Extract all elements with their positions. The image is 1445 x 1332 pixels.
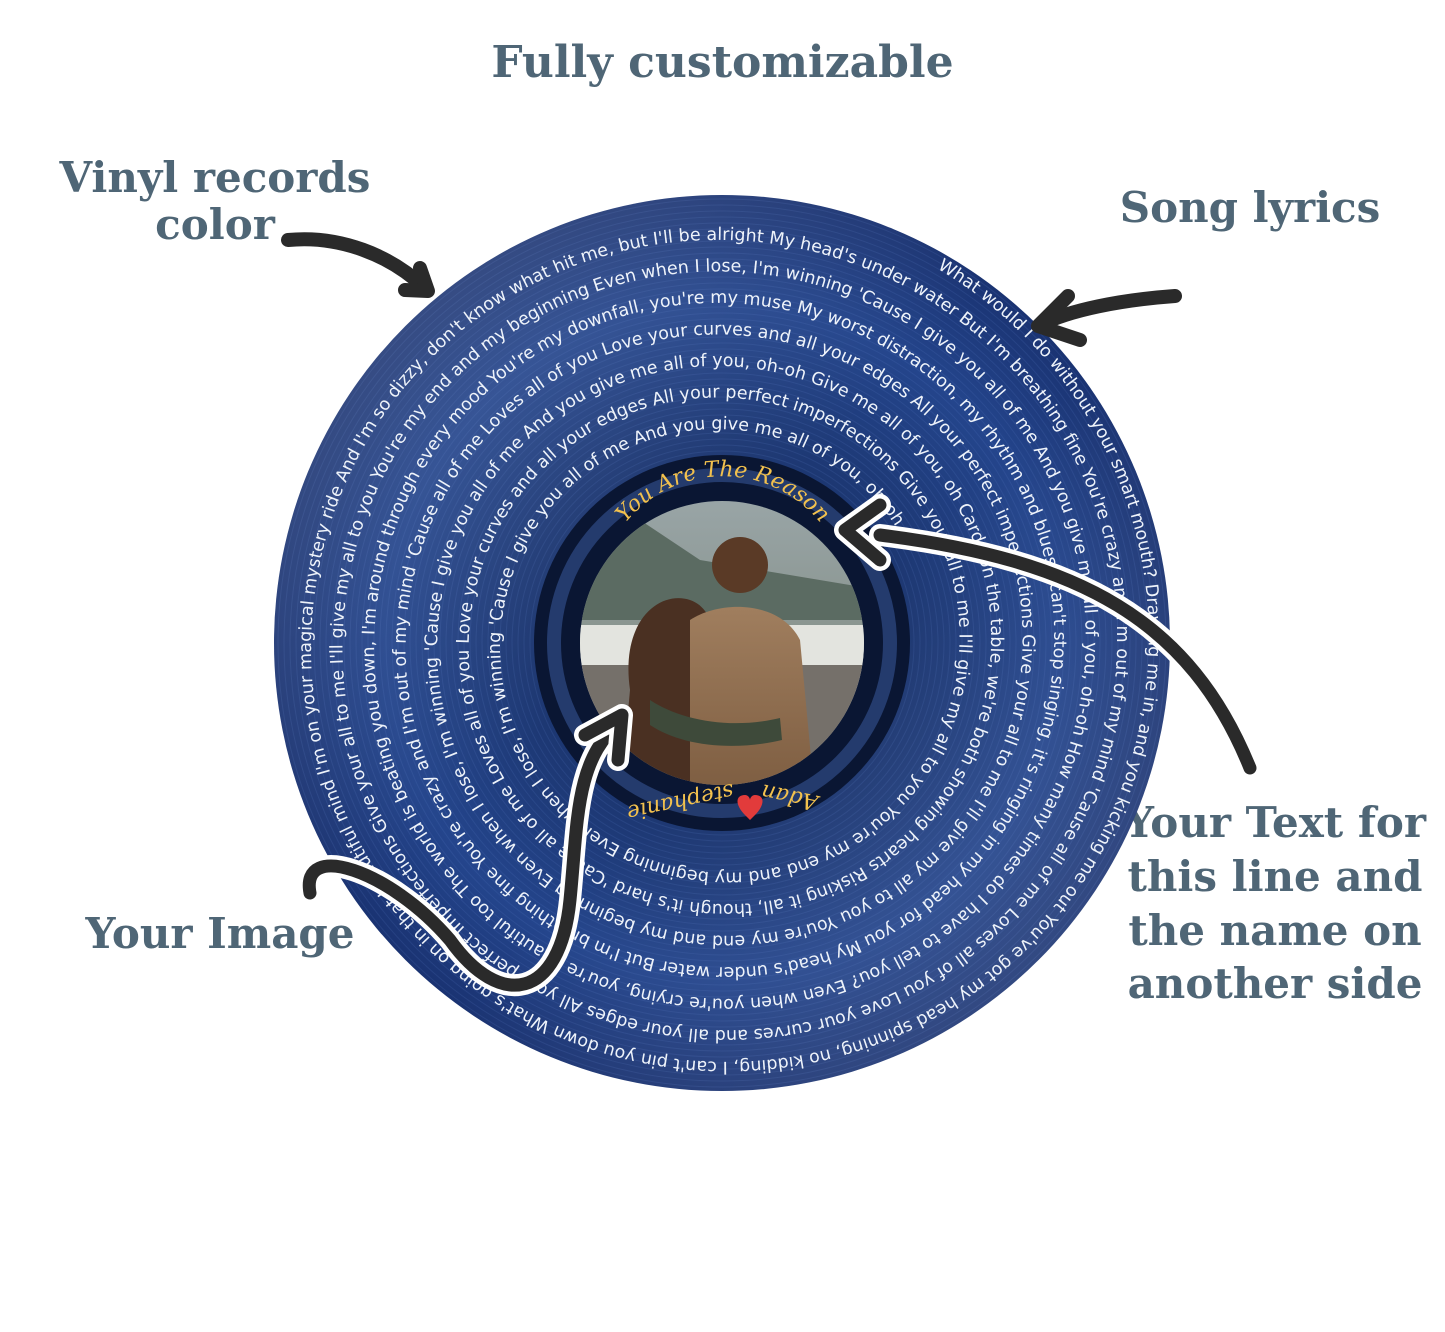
arrow-your-image	[302, 715, 627, 992]
callout-vinyl-color-line2: color	[155, 200, 275, 250]
arrow-your-text	[873, 528, 1257, 775]
arrow-song-lyrics-head	[1031, 289, 1087, 347]
heart-icon	[737, 795, 763, 820]
callout-your-image: Your Image	[85, 909, 355, 958]
callout-vinyl-color-line1: Vinyl records	[59, 153, 371, 202]
label-ring	[547, 468, 897, 818]
arrow-your-image-head	[578, 708, 629, 767]
arrow-vinyl-color-head	[398, 261, 435, 298]
callout-vinyl-color: Vinyl records color	[40, 154, 390, 248]
page-title: Fully customizable	[491, 37, 954, 88]
arrow-vinyl-color	[281, 232, 432, 295]
callout-song-lyrics: Song lyrics	[1119, 183, 1381, 232]
callout-your-text: Your Text for this line and the name on …	[1123, 798, 1427, 1009]
arrow-your-text-head	[838, 498, 887, 567]
